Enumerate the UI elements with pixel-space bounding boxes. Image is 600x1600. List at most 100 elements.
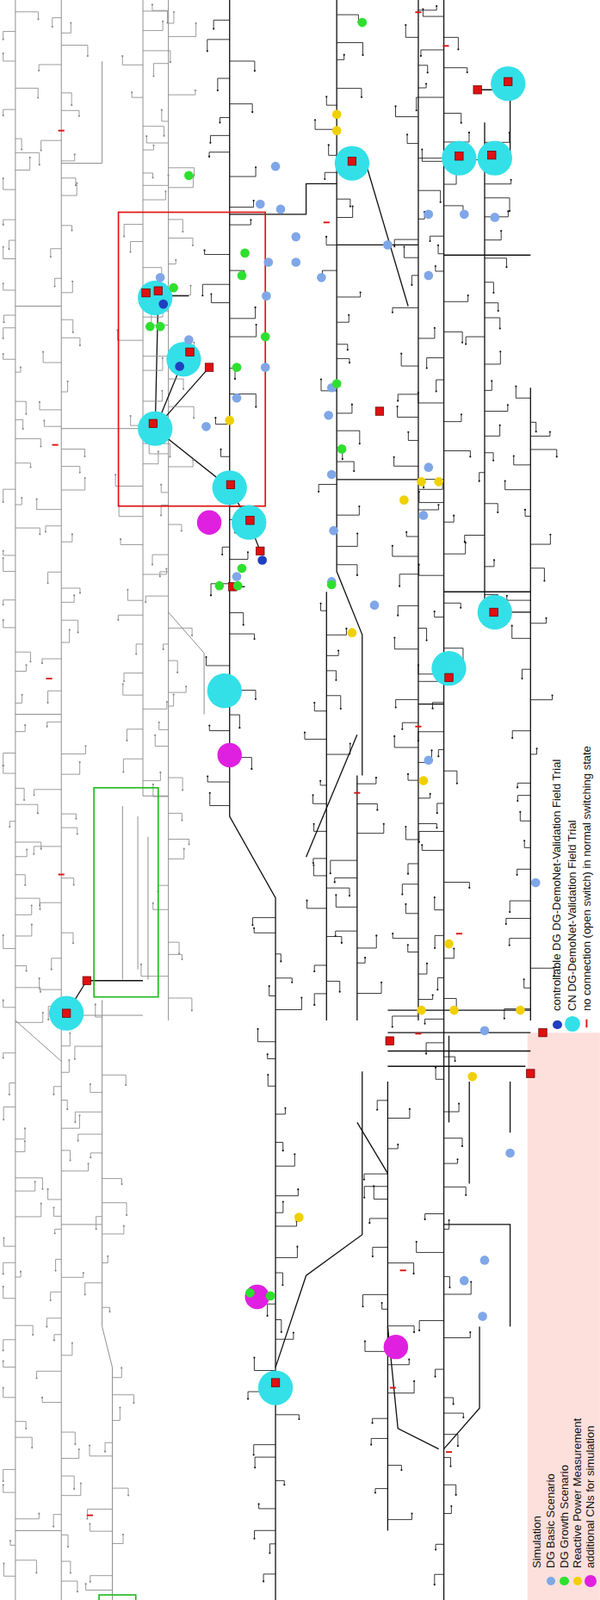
branch-stub	[168, 524, 182, 531]
branch-stub	[222, 546, 230, 555]
branch-stub	[51, 958, 62, 970]
branch-stub	[168, 941, 180, 953]
stub-end	[30, 903, 33, 906]
stub-end	[71, 280, 74, 283]
stub-end	[435, 826, 438, 829]
dg-growth-dot	[332, 378, 342, 389]
feeder-line-gray	[122, 805, 124, 979]
stub-end	[24, 663, 27, 666]
additional-cn-circle	[217, 742, 242, 768]
branch-stub	[123, 683, 143, 695]
stub-end	[23, 798, 25, 801]
stub-end	[430, 748, 433, 751]
stub-end	[499, 350, 502, 353]
branch-stub	[168, 848, 185, 860]
stub-end	[208, 155, 211, 158]
branch-stub	[321, 603, 328, 611]
stub-end	[360, 96, 363, 99]
branch-stub	[336, 344, 348, 351]
reactive-measure-dot	[419, 775, 429, 786]
stub-end	[253, 637, 256, 640]
branch-stub	[15, 1203, 42, 1217]
branch-stub	[314, 993, 327, 1005]
branch-stub	[357, 982, 382, 994]
stub-end	[45, 1325, 48, 1328]
substation-square	[488, 150, 496, 159]
stub-end	[72, 941, 75, 944]
stub-end	[22, 427, 25, 430]
substation-square	[489, 607, 498, 616]
branch-stub	[33, 846, 62, 854]
stub-end	[282, 1149, 285, 1151]
feeder-line	[444, 254, 532, 256]
open-switch	[389, 1386, 396, 1389]
stub-end	[2, 550, 5, 552]
branch-stub	[484, 503, 498, 513]
branch-stub	[15, 664, 27, 671]
branch-stub	[521, 668, 531, 679]
dg-growth-dot	[168, 283, 179, 293]
substation-square	[503, 77, 512, 86]
branch-stub	[105, 1441, 112, 1451]
dg-basic-dot	[489, 212, 500, 223]
stub-end	[151, 3, 154, 6]
stub-end	[421, 8, 424, 11]
stub-end	[455, 1493, 458, 1496]
stub-end	[524, 508, 526, 511]
dg-growth-dot	[145, 321, 155, 332]
stub-end	[191, 1008, 193, 1011]
dg-basic-dot	[423, 462, 433, 472]
cn-circle	[137, 411, 173, 446]
stub-end	[37, 69, 40, 72]
stub-end	[426, 366, 428, 369]
stub-end	[195, 22, 198, 25]
branch-stub	[154, 735, 168, 747]
dg-basic-dot	[184, 334, 194, 345]
branch-stub	[3, 219, 16, 225]
legend-heading: Simulation	[531, 1515, 544, 1568]
branch-stub	[38, 64, 62, 71]
branch-stub	[53, 1206, 62, 1216]
branch-stub	[45, 525, 62, 532]
branch-stub	[15, 1181, 36, 1191]
stub-end	[53, 1338, 56, 1341]
branch-stub	[43, 420, 62, 427]
stub-end	[24, 413, 27, 415]
branch-stub	[61, 44, 88, 56]
branch-stub	[254, 1456, 276, 1467]
branch-stub	[318, 483, 337, 492]
feeder-line	[444, 591, 532, 593]
branch-stub	[61, 1272, 84, 1277]
branch-stub	[15, 965, 27, 972]
branch-stub	[111, 1367, 122, 1377]
branch-stub	[336, 532, 358, 546]
branch-stub	[168, 953, 183, 959]
stub-end	[325, 95, 328, 98]
branch-stub	[61, 827, 78, 834]
branch-stub	[3, 1563, 16, 1577]
branch-stub	[48, 690, 62, 703]
substation-square	[455, 152, 464, 161]
stub-end	[9, 1539, 12, 1541]
branch-stub	[484, 303, 499, 311]
branch-stub	[229, 612, 244, 625]
branch-stub	[334, 877, 358, 882]
branch-stub	[168, 90, 196, 95]
stub-end	[30, 1446, 33, 1448]
stub-end	[159, 575, 161, 577]
branch-stub	[430, 235, 445, 242]
stub-end	[311, 793, 314, 796]
stub-end	[464, 1193, 467, 1196]
branch-stub	[50, 248, 62, 258]
branch-stub	[405, 826, 419, 840]
stub-end	[132, 1401, 135, 1404]
stub-end	[2, 501, 5, 503]
branch-stub	[136, 643, 143, 654]
stub-end	[407, 872, 409, 875]
dg-basic-dot	[531, 878, 541, 888]
branch-stub	[3, 619, 16, 628]
stub-end	[40, 149, 43, 152]
branch-stub	[484, 258, 507, 267]
stub-end	[247, 550, 249, 553]
stub-end	[214, 416, 217, 419]
